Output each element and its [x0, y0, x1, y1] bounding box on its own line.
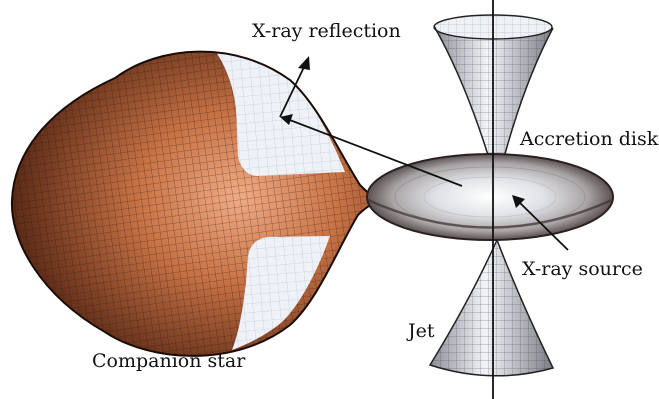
label-xray-reflection: X-ray reflection	[252, 20, 401, 42]
label-xray-source: X-ray source	[522, 258, 643, 280]
arrowheads	[280, 56, 525, 208]
label-companion-star: Companion star	[92, 350, 246, 372]
companion-star	[10, 50, 380, 357]
reflection-arrow-to-source	[281, 116, 463, 187]
lower-jet	[428, 239, 555, 377]
label-jet: Jet	[408, 320, 435, 342]
arrowhead-icon	[280, 114, 293, 125]
source-pointer-arrow	[517, 200, 569, 251]
annotation-arrows	[279, 64, 569, 251]
arrowhead-icon	[512, 195, 525, 208]
reflection-arrow-up	[279, 64, 306, 118]
arrowhead-icon	[298, 56, 310, 70]
label-accretion-disk: Accretion disk	[520, 128, 659, 150]
accretion-disk	[366, 153, 614, 241]
